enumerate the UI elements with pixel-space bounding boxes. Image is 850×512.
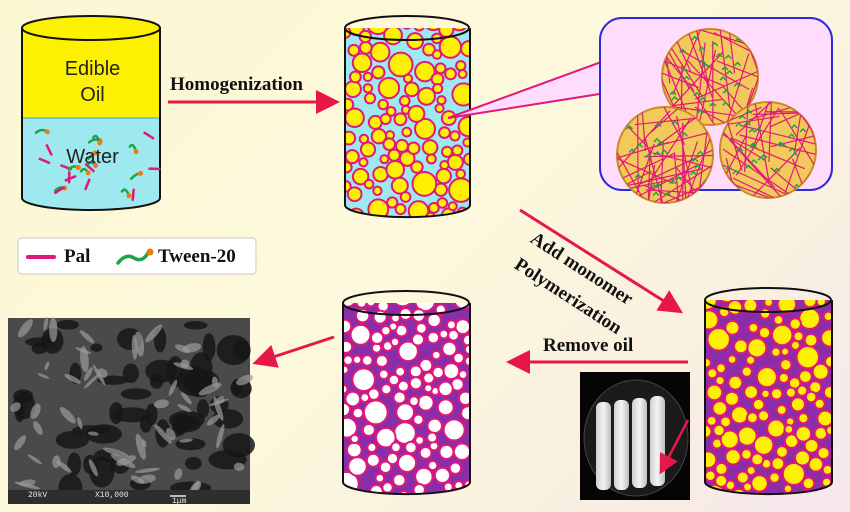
beaker-oil-water [21,15,161,211]
pores [343,303,470,495]
legend-tween: Tween-20 [158,246,236,267]
monolith-photo [580,372,690,500]
tween-swatch [116,251,150,265]
sem-info-mid: X10,000 [95,491,129,500]
oil-label-line1: Edible [64,58,121,80]
legend-box [17,237,257,275]
legend-pal: Pal [64,246,91,267]
arrow-polymerization [519,208,684,314]
sem-scale: 1μm [172,497,187,506]
arrow-to-sem [252,335,335,368]
water-label: Water [66,146,119,168]
pickering-droplets [616,28,817,204]
sem-info-left: 20kV [28,491,48,500]
beaker-porous [342,290,471,496]
oil-layer [22,28,160,118]
beaker-rim [21,15,161,41]
beaker-polymerized [704,287,833,496]
remove-oil-label: Remove oil [543,335,634,356]
polymer-droplets [705,300,832,495]
beaker-emulsion [344,15,471,219]
molecule-cluster [34,128,161,201]
homogenization-label: Homogenization [170,74,303,95]
zoom-pointer [447,56,613,119]
sem-image [8,316,255,504]
oil-label-line2: Oil [80,84,105,106]
emulsion-droplets [345,28,470,218]
